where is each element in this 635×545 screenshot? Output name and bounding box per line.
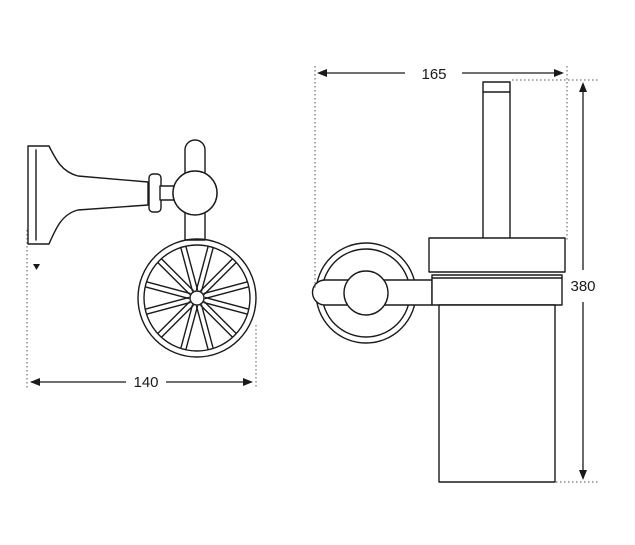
wheel-grate — [137, 238, 257, 358]
wheel-spoke — [157, 301, 191, 334]
wheel-spoke — [200, 304, 233, 338]
dimension-height: 380 — [512, 79, 600, 483]
alignment-marker — [33, 264, 40, 270]
mount-collar — [148, 173, 162, 213]
wheel-spoke — [204, 296, 249, 310]
dimension-label-front-width: 165 — [421, 66, 446, 83]
holder-cup — [438, 304, 556, 483]
wheel-spoke — [146, 281, 191, 295]
wheel-spoke — [185, 246, 199, 291]
wheel-spoke — [203, 262, 237, 295]
wheel-spoke — [157, 262, 191, 295]
front-view — [311, 81, 566, 483]
holder-lid — [428, 237, 566, 273]
wheel-spoke — [146, 301, 191, 315]
wheel-spoke — [185, 305, 199, 350]
wheel-spoke — [145, 296, 190, 310]
brush-handle — [482, 81, 511, 243]
dimension-label-height: 380 — [570, 278, 595, 295]
dimension-label-side-width: 140 — [133, 374, 158, 391]
wheel-spoke — [203, 301, 248, 315]
dimension-width-front: 165 — [314, 66, 568, 290]
wheel-spoke — [161, 304, 194, 338]
dimension-width-side: 140 — [26, 230, 257, 391]
wheel-spoke — [204, 286, 249, 300]
wheel-spoke — [195, 305, 209, 350]
wheel-spoke — [180, 304, 194, 349]
wheel-spoke — [200, 258, 233, 292]
wheel-spoke — [161, 258, 194, 292]
holder-collar — [431, 274, 563, 306]
wheel-spoke — [200, 304, 214, 349]
wheel-spoke — [200, 247, 214, 292]
wall-mount — [27, 145, 149, 245]
side-view — [27, 139, 257, 358]
wheel-spoke — [145, 286, 190, 300]
wheel-spoke — [203, 301, 237, 334]
wheel-spoke — [195, 246, 209, 291]
wheel-spoke — [180, 247, 194, 292]
wheel-spoke — [203, 281, 248, 295]
